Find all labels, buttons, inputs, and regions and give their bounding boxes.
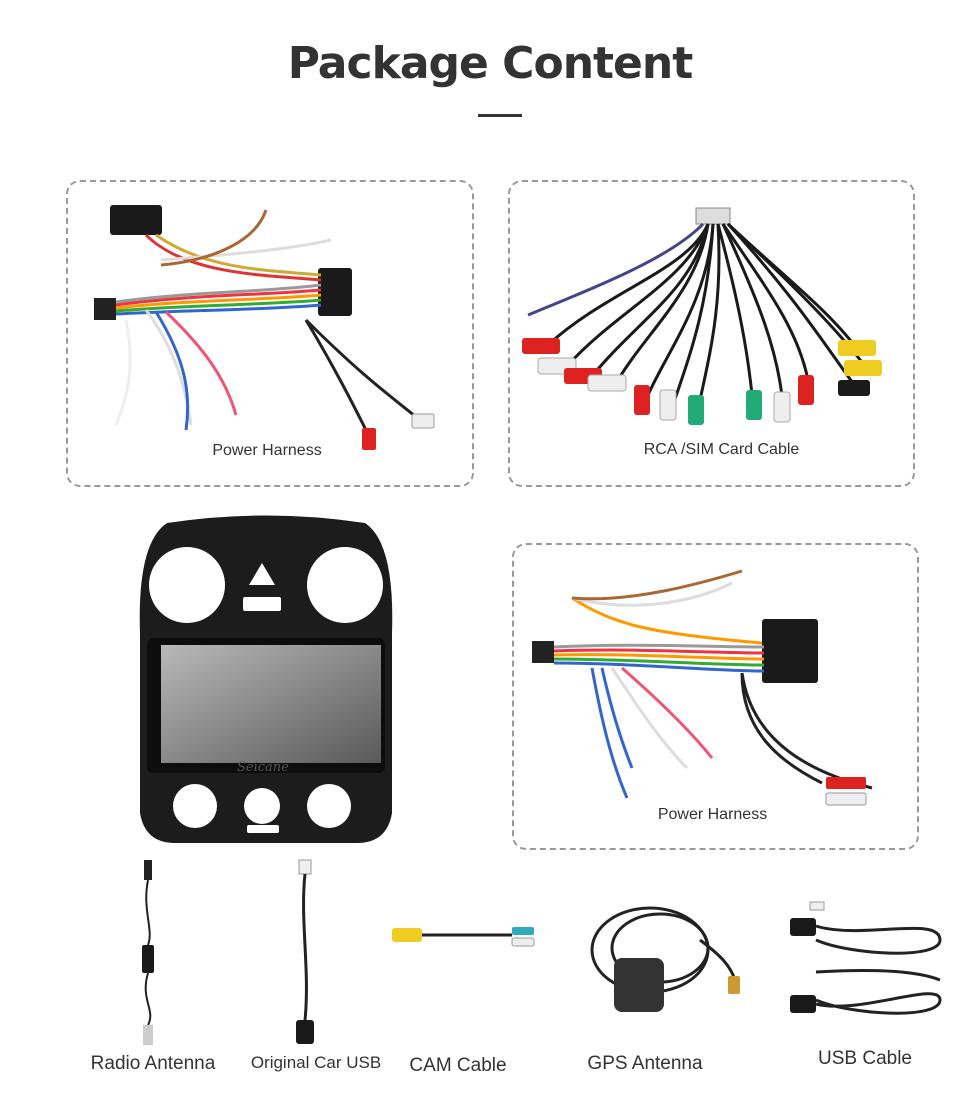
rca-sim-cable-box — [508, 180, 915, 487]
power-harness-image — [94, 205, 435, 450]
usb-cable-image — [790, 901, 942, 1015]
power-harness-box-2 — [512, 543, 919, 850]
gps-antenna-image — [590, 906, 740, 1012]
radio-antenna-image — [142, 860, 154, 1045]
original-car-usb-caption: Original Car USB — [250, 1053, 382, 1072]
rca-sim-cable-image — [522, 207, 882, 425]
rca-sim-cable-caption: RCA /SIM Card Cable — [643, 441, 800, 458]
power-harness-image-2 — [532, 569, 873, 806]
title-underline — [478, 114, 522, 117]
power-harness-caption-1: Power Harness — [212, 442, 322, 459]
cam-cable-caption: CAM Cable — [409, 1055, 507, 1076]
radio-antenna-caption: Radio Antenna — [90, 1053, 216, 1074]
page-title: Package Content — [287, 38, 694, 89]
original-car-usb-image — [296, 859, 314, 1044]
head-unit-image: Seicane — [139, 515, 393, 843]
gps-antenna-caption: GPS Antenna — [587, 1053, 703, 1074]
power-harness-box — [66, 180, 474, 487]
power-harness-caption-2: Power Harness — [657, 806, 768, 823]
cam-cable-image — [392, 927, 535, 947]
brand-logo: Seicane — [237, 760, 289, 775]
usb-cable-caption: USB Cable — [818, 1048, 912, 1069]
